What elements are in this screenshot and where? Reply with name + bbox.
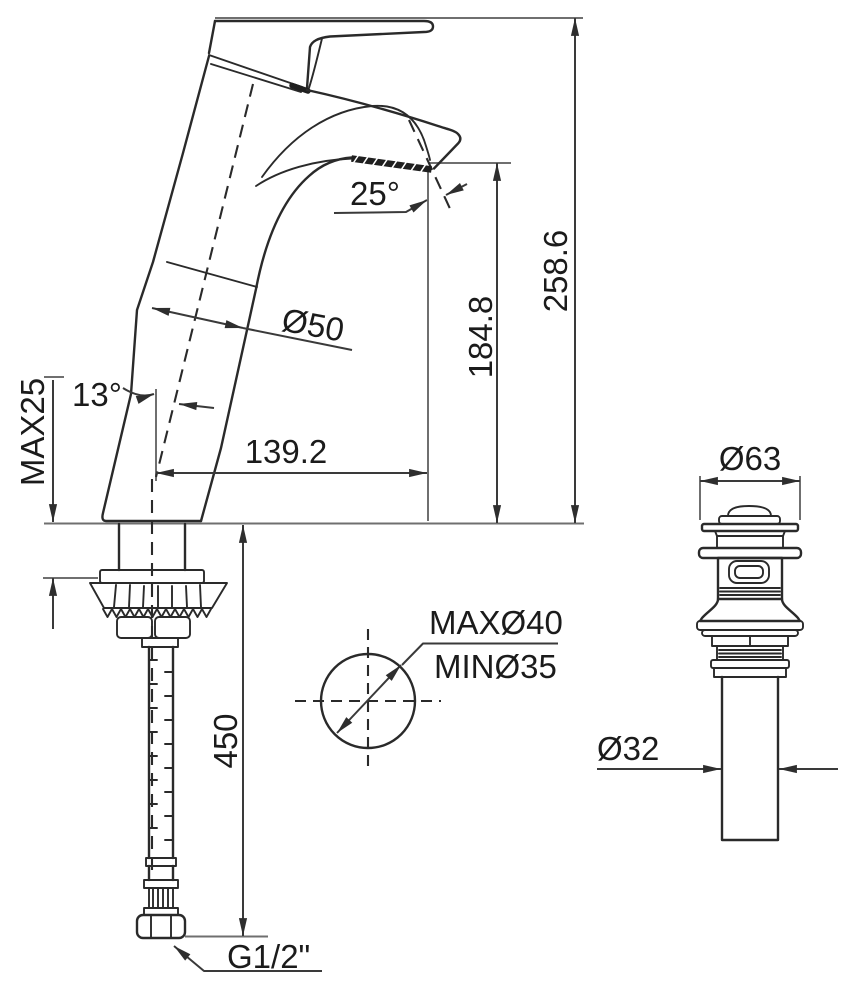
popup-cap <box>727 505 772 517</box>
body-seam-line <box>166 261 258 288</box>
serrated-washer <box>102 608 212 618</box>
drain-body <box>716 556 784 601</box>
inlet-thread-label: G1/2" <box>227 938 310 975</box>
supply-hose <box>135 645 187 940</box>
reference-lines <box>43 17 801 938</box>
deck-thickness-label: MAX25 <box>14 378 51 486</box>
drain-tailpiece <box>720 675 780 842</box>
body-angle-label: 13° <box>72 376 122 413</box>
leader-inlet-thread <box>173 945 322 972</box>
spout-angle-label: 25° <box>350 175 400 212</box>
lock-nut <box>116 616 153 639</box>
hose-length-label: 450 <box>207 713 244 768</box>
body-axis-centerline <box>154 83 255 478</box>
drain-flange <box>700 522 800 533</box>
dim-line-body-angle <box>122 387 155 404</box>
hose-end-nut <box>135 913 187 940</box>
handle-lever <box>213 19 435 90</box>
dimension-lines <box>48 18 838 972</box>
body-outline <box>101 54 211 523</box>
drain-assembly-view <box>696 505 804 842</box>
body-diameter-label: Ø50 <box>279 301 347 349</box>
lock-nut <box>154 616 191 639</box>
spout-reach-label: 139.2 <box>245 433 328 470</box>
min-hole-label: MINØ35 <box>434 648 557 685</box>
flange-diameter-label: Ø63 <box>719 440 781 477</box>
dimension-labels: 258.6 184.8 139.2 Ø50 25° 13° MAX25 450 … <box>14 175 781 975</box>
centerlines <box>150 83 453 870</box>
faucet-side-view <box>89 19 462 940</box>
dim-line-spout-angle <box>333 199 428 214</box>
spout-outline <box>305 88 462 170</box>
mounting-hole-detail <box>295 629 558 772</box>
max-hole-label: MAXØ40 <box>429 604 563 641</box>
hole-diameter-arrow <box>336 664 402 734</box>
seal-ring <box>697 546 803 560</box>
overflow-window <box>728 560 770 584</box>
mounting-hardware <box>89 522 228 648</box>
total-height-label: 258.6 <box>537 230 574 313</box>
outlet-height-label: 184.8 <box>462 296 499 379</box>
tailpiece-diameter-label: Ø32 <box>597 730 659 767</box>
dim-line-body-diameter <box>151 307 244 329</box>
